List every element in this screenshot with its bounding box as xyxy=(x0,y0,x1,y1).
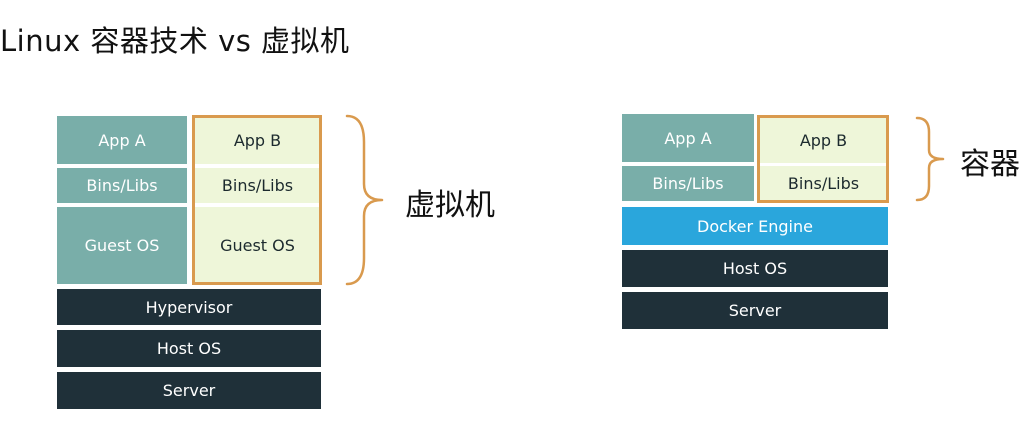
vm-curly-brace xyxy=(345,114,384,286)
ct-bins-libs-b-block: Bins/Libs xyxy=(760,166,887,201)
vm-guest-os-b-block: Guest OS xyxy=(194,207,321,284)
ct-server-block: Server xyxy=(622,292,888,329)
vm-app-b-block: App B xyxy=(194,116,321,164)
vm-hypervisor-block: Hypervisor xyxy=(57,289,321,325)
ct-host-os-block: Host OS xyxy=(622,250,888,287)
vm-bins-libs-a-block: Bins/Libs xyxy=(57,168,187,203)
ct-bins-libs-a-block: Bins/Libs xyxy=(622,166,754,201)
ct-app-a-block: App A xyxy=(622,114,754,162)
ct-highlight-frame xyxy=(757,115,889,203)
container-curly-brace xyxy=(915,116,945,202)
diagram-title: Linux 容器技术 vs 虚拟机 xyxy=(0,24,350,58)
ct-docker-engine-block: Docker Engine xyxy=(622,207,888,245)
container-group-label: 容器 xyxy=(960,147,1020,182)
vm-bins-libs-b-block: Bins/Libs xyxy=(194,168,321,203)
vm-host-os-block: Host OS xyxy=(57,330,321,367)
vm-group-label: 虚拟机 xyxy=(405,188,495,223)
vm-guest-os-a-block: Guest OS xyxy=(57,207,187,284)
ct-app-b-block: App B xyxy=(760,117,887,163)
vm-highlight-frame xyxy=(192,115,322,285)
vm-server-block: Server xyxy=(57,372,321,409)
vm-app-a-block: App A xyxy=(57,116,187,164)
